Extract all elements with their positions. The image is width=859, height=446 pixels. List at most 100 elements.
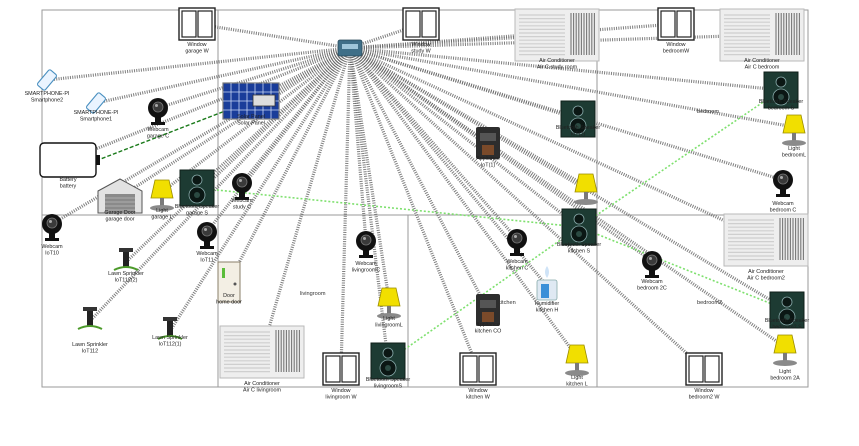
webcam-icon: [232, 173, 252, 200]
device-ac-living[interactable]: [219, 325, 305, 379]
network-link-phone1: [95, 46, 351, 105]
device-light-iot[interactable]: [574, 173, 598, 205]
device-solar[interactable]: [222, 82, 280, 120]
device-garage-door[interactable]: [97, 178, 143, 214]
device-win-kitchen[interactable]: [459, 352, 497, 386]
floor-plan-walls: [41, 9, 809, 388]
device-win-garage[interactable]: [178, 7, 216, 41]
network-link-light_bedroom: [349, 46, 795, 129]
device-win-bedroom2[interactable]: [685, 352, 723, 386]
device-label-ac-living-2: Air C livingroom: [243, 388, 282, 394]
device-humid[interactable]: [536, 266, 558, 301]
sprinkler-icon: [157, 317, 183, 340]
room-label-bedroom2: bedroom2: [697, 300, 722, 306]
device-cam-kitchen[interactable]: [507, 229, 527, 256]
network-link-cam_living: [348, 47, 368, 242]
device-label-lawn-1122-1: Lawn Sprinkler: [108, 271, 144, 277]
network-link-light_garage: [161, 46, 351, 194]
device-label-cam-garage-2: garage C: [147, 134, 169, 140]
speaker-icon: [179, 169, 215, 207]
device-lawn-1122[interactable]: [113, 248, 139, 271]
device-win-living[interactable]: [322, 352, 360, 386]
wireless-link-spk_kitchen-spk_bedroom2: [578, 226, 788, 311]
device-ac-study[interactable]: [514, 8, 600, 62]
device-light-kitchen[interactable]: [565, 344, 589, 376]
device-label-cam-bedroom2-2: bedroom 2C: [637, 286, 667, 292]
device-label-lawn-1121-1: Lawn Sprinkler: [152, 335, 188, 341]
device-win-study[interactable]: [402, 7, 440, 41]
device-spk-bedroom2[interactable]: [769, 291, 805, 329]
webcam-icon: [42, 214, 62, 241]
device-label-light-living-1: Light: [383, 316, 395, 322]
speaker-icon: [769, 291, 805, 329]
door-icon: [217, 261, 241, 303]
device-label-ac-study-2: Air C study room: [537, 65, 578, 71]
network-link-win_garage: [196, 22, 351, 50]
speaker-icon: [560, 100, 596, 138]
device-light-living[interactable]: [377, 287, 401, 319]
device-spk-kitchen[interactable]: [561, 208, 597, 246]
network-link-cam_bedroom2: [349, 46, 653, 263]
device-door-home[interactable]: [217, 261, 241, 303]
device-app-kitchen[interactable]: [476, 294, 500, 326]
device-spk-garage[interactable]: [179, 169, 215, 207]
device-phone2[interactable]: [37, 69, 58, 91]
hub-icon: [337, 39, 363, 57]
device-label-cam-bedroom2-1: Webcam: [641, 279, 663, 285]
network-link-door_home: [227, 47, 352, 283]
device-label-cam-study-2: study C: [233, 205, 251, 211]
device-app-iot[interactable]: [476, 127, 500, 159]
webcam-icon: [507, 229, 527, 256]
device-label-cam-living-2: livingroomC: [352, 268, 381, 274]
device-lawn-112[interactable]: [77, 307, 103, 330]
device-ac-bedroom[interactable]: [719, 8, 805, 62]
device-cam-study[interactable]: [232, 173, 252, 200]
network-link-humid: [348, 46, 549, 288]
device-spk-bedroom[interactable]: [763, 71, 799, 109]
webcam-icon: [773, 170, 793, 197]
network-link-garage_door: [119, 46, 351, 199]
window-icon: [322, 352, 360, 386]
device-label-win-bedroom-1: Window: [666, 42, 685, 48]
device-light-garage[interactable]: [150, 179, 174, 211]
webcam-icon: [356, 231, 376, 258]
device-spk-study[interactable]: [560, 100, 596, 138]
device-lawn-1121[interactable]: [157, 317, 183, 340]
device-label-humid-2: kitchen H: [536, 308, 559, 314]
device-battery[interactable]: [39, 142, 100, 178]
device-cam-iot11[interactable]: [197, 222, 217, 249]
device-light-bedroom[interactable]: [782, 114, 806, 146]
network-link-light_bedroom2: [349, 46, 786, 349]
device-label-light-living-2: livingroomL: [375, 323, 403, 329]
device-label-battery-2: battery: [60, 184, 77, 190]
device-cam-iot10[interactable]: [42, 214, 62, 241]
network-link-app_kitchen: [348, 47, 490, 311]
ac-icon: [719, 8, 805, 62]
network-link-ac_bedroom2: [349, 46, 767, 242]
device-label-app-iot-2: IoT(1): [481, 163, 496, 169]
device-label-spk-living-1: Bluetooth Speaker: [366, 377, 411, 383]
device-light-bedroom2[interactable]: [773, 334, 797, 366]
window-icon: [459, 352, 497, 386]
device-spk-living[interactable]: [370, 342, 406, 380]
webcam-icon: [148, 98, 168, 125]
network-link-lawn_1121: [168, 47, 352, 332]
device-cam-bedroom[interactable]: [773, 170, 793, 197]
device-win-bedroom[interactable]: [657, 7, 695, 41]
device-cam-living[interactable]: [356, 231, 376, 258]
speaker-icon: [370, 342, 406, 380]
device-hub[interactable]: [337, 39, 363, 57]
device-label-app-kitchen-2: kitchen CO: [475, 329, 502, 335]
device-label-light-bedroom-1: Light: [788, 146, 800, 152]
device-ac-bedroom2[interactable]: [723, 213, 809, 267]
device-label-lawn-112-1: Lawn Sprinkler: [72, 342, 108, 348]
device-cam-garage[interactable]: [148, 98, 168, 125]
device-label-lawn-1122-2: IoT112(2): [115, 278, 138, 284]
device-label-light-garage-2: garage L: [151, 215, 172, 221]
network-link-battery: [67, 46, 351, 162]
device-label-win-bedroom2-1: Window: [694, 388, 713, 394]
device-phone1[interactable]: [86, 92, 107, 114]
device-label-win-bedroom-2: bedroomW: [663, 49, 690, 55]
device-cam-bedroom2[interactable]: [642, 251, 662, 278]
